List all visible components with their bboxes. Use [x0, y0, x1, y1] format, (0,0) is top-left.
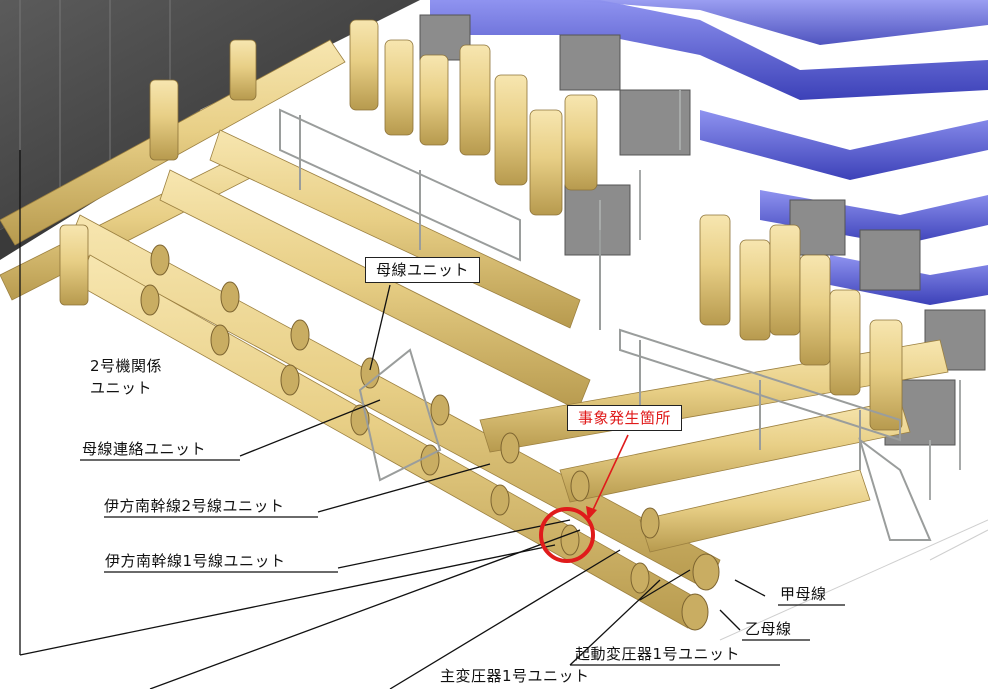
leader-lines [19, 150, 766, 689]
label-bus-tie-unit: 母線連絡ユニット [82, 440, 207, 458]
incident-pointer [591, 434, 629, 513]
walkway-structures [279, 108, 932, 541]
label-ikata-south-trunk-2: 伊方南幹線2号線ユニット [104, 497, 285, 515]
incident-arrowhead [586, 506, 597, 520]
label-incident-location: 事象発生箇所 [567, 405, 683, 431]
incident-circle [539, 507, 595, 563]
label-startup-transformer-1: 起動変圧器1号ユニット [575, 645, 741, 663]
floor-lines [719, 519, 988, 641]
label-bus-unit: 母線ユニット [365, 257, 481, 283]
label-ikata-south-trunk-1: 伊方南幹線1号線ユニット [105, 552, 286, 570]
label-bus-b: 乙母線 [745, 620, 792, 638]
pipe-flanges [140, 244, 720, 631]
breaker-tanks [59, 19, 903, 431]
label-bus-a: 甲母線 [780, 585, 827, 603]
label-main-transformer-1: 主変圧器1号ユニット [440, 667, 590, 685]
label-unit2-related: 2号機関係 ユニット [90, 357, 163, 397]
